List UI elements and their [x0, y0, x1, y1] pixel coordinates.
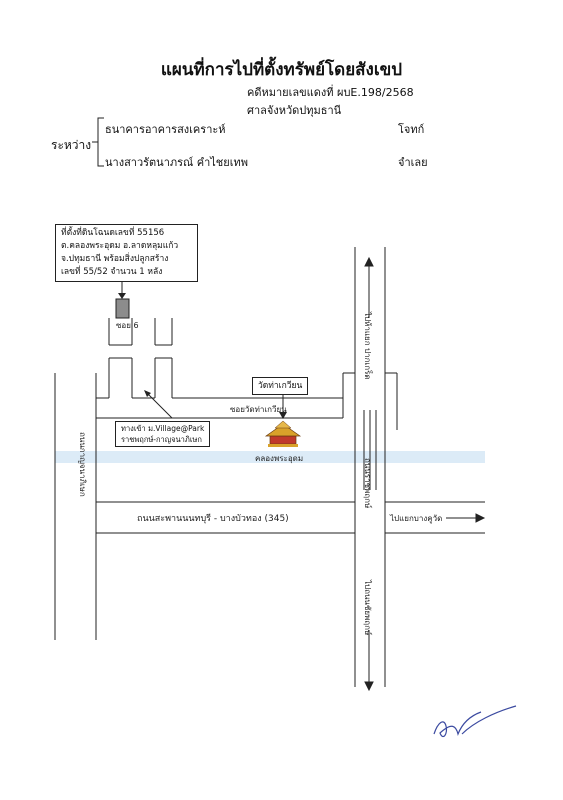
left-road-label: ถนนกาญจนาภิเษก — [78, 432, 87, 497]
canal — [55, 451, 485, 463]
canal-label: คลองพระอุดม — [255, 454, 303, 463]
village-arrowhead — [144, 390, 151, 397]
temple-icon — [264, 420, 302, 447]
road-lines — [54, 247, 485, 687]
soi-6-label: ซอย 6 — [116, 321, 139, 330]
property-line-2: ต.คลองพระอุดม อ.ลาดหลุมแก้ว — [61, 241, 179, 251]
right-road-label: ถนนราชพฤกษ์ — [363, 458, 373, 508]
temple-name-box: วัดท่าเกวียน — [252, 377, 309, 395]
court-name: ศาลจังหวัดปทุมธานี — [247, 104, 342, 117]
village-line-2: ราชพฤกษ์-กาญจนาภิเษก — [121, 435, 202, 444]
temple-arrowhead — [279, 412, 287, 419]
property-line-3: จ.ปทุมธานี พร้อมสิ่งปลูกสร้าง — [61, 254, 169, 264]
to-north-label: ไปห้าแยก ปากเกร็ด — [363, 311, 373, 380]
defendant-role: จำเลย — [398, 156, 428, 169]
party-bracket — [92, 117, 104, 167]
property-info-box: ที่ตั้งที่ดินโฉนดเลขที่ 55156 ต.คลองพระอ… — [55, 224, 198, 282]
village-line-1: ทางเข้า ม.Village@Park — [121, 424, 205, 433]
between-label: ระหว่าง — [51, 138, 92, 152]
plaintiff-name: ธนาคารอาคารสงเคราะห์ — [105, 123, 226, 136]
property-line-1: ที่ตั้งที่ดินโฉนดเลขที่ 55156 — [61, 228, 165, 238]
village-pointer — [144, 390, 173, 419]
plaintiff-role: โจทก์ — [398, 123, 425, 136]
signature — [433, 705, 517, 738]
direction-arrows — [364, 256, 486, 692]
to-south-label: ไปถนนชัยพฤกษ์ — [363, 579, 373, 635]
main-road-label: ถนนสะพานนนทบุรี - บางบัวทอง (345) — [137, 513, 289, 524]
village-entrance-box: ทางเข้า ม.Village@Park ราชพฤกษ์-กาญจนาภิ… — [115, 421, 211, 447]
page-title: แผนที่การไปที่ตั้งทรัพย์โดยสังเขป — [160, 60, 403, 80]
case-number: คดีหมายเลขแดงที่ ผบE.198/2568 — [247, 86, 414, 99]
property-line-4: เลขที่ 55/52 จำนวน 1 หลัง — [61, 267, 163, 277]
to-east-label: ไปแยกบางคูวัด — [389, 514, 442, 524]
defendant-name: นางสาวรัตนาภรณ์ คำไชยเทพ — [105, 156, 248, 169]
property-building — [115, 298, 130, 319]
soi-road-label: ซอยวัดท่าเกวียน — [230, 405, 287, 414]
property-arrowhead — [118, 293, 126, 299]
